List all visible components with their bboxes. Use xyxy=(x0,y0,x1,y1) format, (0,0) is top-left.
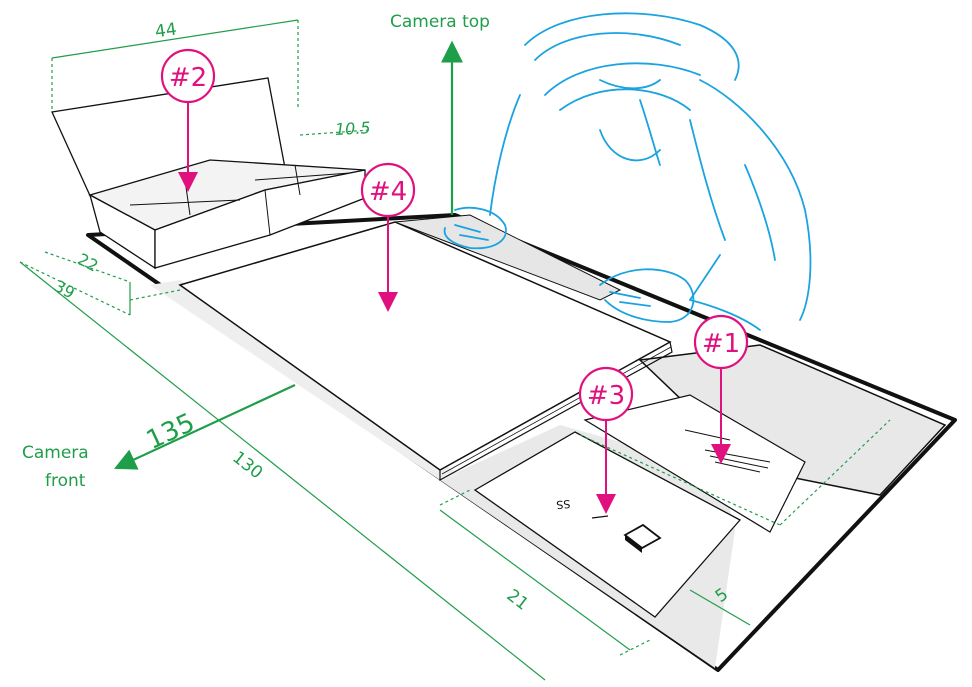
dim-44: 44 xyxy=(154,19,178,42)
paper-stack xyxy=(178,214,673,482)
callout-2-label: #2 xyxy=(169,63,207,93)
dim-22: 22 xyxy=(74,249,101,275)
callout-3: #3 xyxy=(578,366,634,514)
light-box xyxy=(51,77,366,270)
callout-3-label: #3 xyxy=(587,381,625,411)
callout-4-label: #4 xyxy=(369,177,407,207)
card-text: SS xyxy=(556,497,571,511)
person-sketch xyxy=(443,12,812,331)
small-box-icon xyxy=(623,523,662,553)
callout-4: #4 xyxy=(360,162,416,312)
sample-card: SS xyxy=(473,431,742,618)
camera-front-label-line1: Camera xyxy=(22,443,89,463)
callout-2: #2 xyxy=(160,48,216,192)
dim-39: 39 xyxy=(51,276,78,302)
dim-21: 21 xyxy=(503,586,532,615)
dim-135: 135 xyxy=(142,408,200,456)
callout-1-label: #1 xyxy=(702,329,740,359)
dim-10-5: 10.5 xyxy=(334,118,371,139)
dimensions xyxy=(19,19,891,681)
camera-top-label: Camera top xyxy=(390,12,490,32)
callout-1: #1 xyxy=(693,314,749,464)
camera-front-arrow xyxy=(114,384,296,470)
camera-front-label-line2: front xyxy=(45,471,86,491)
